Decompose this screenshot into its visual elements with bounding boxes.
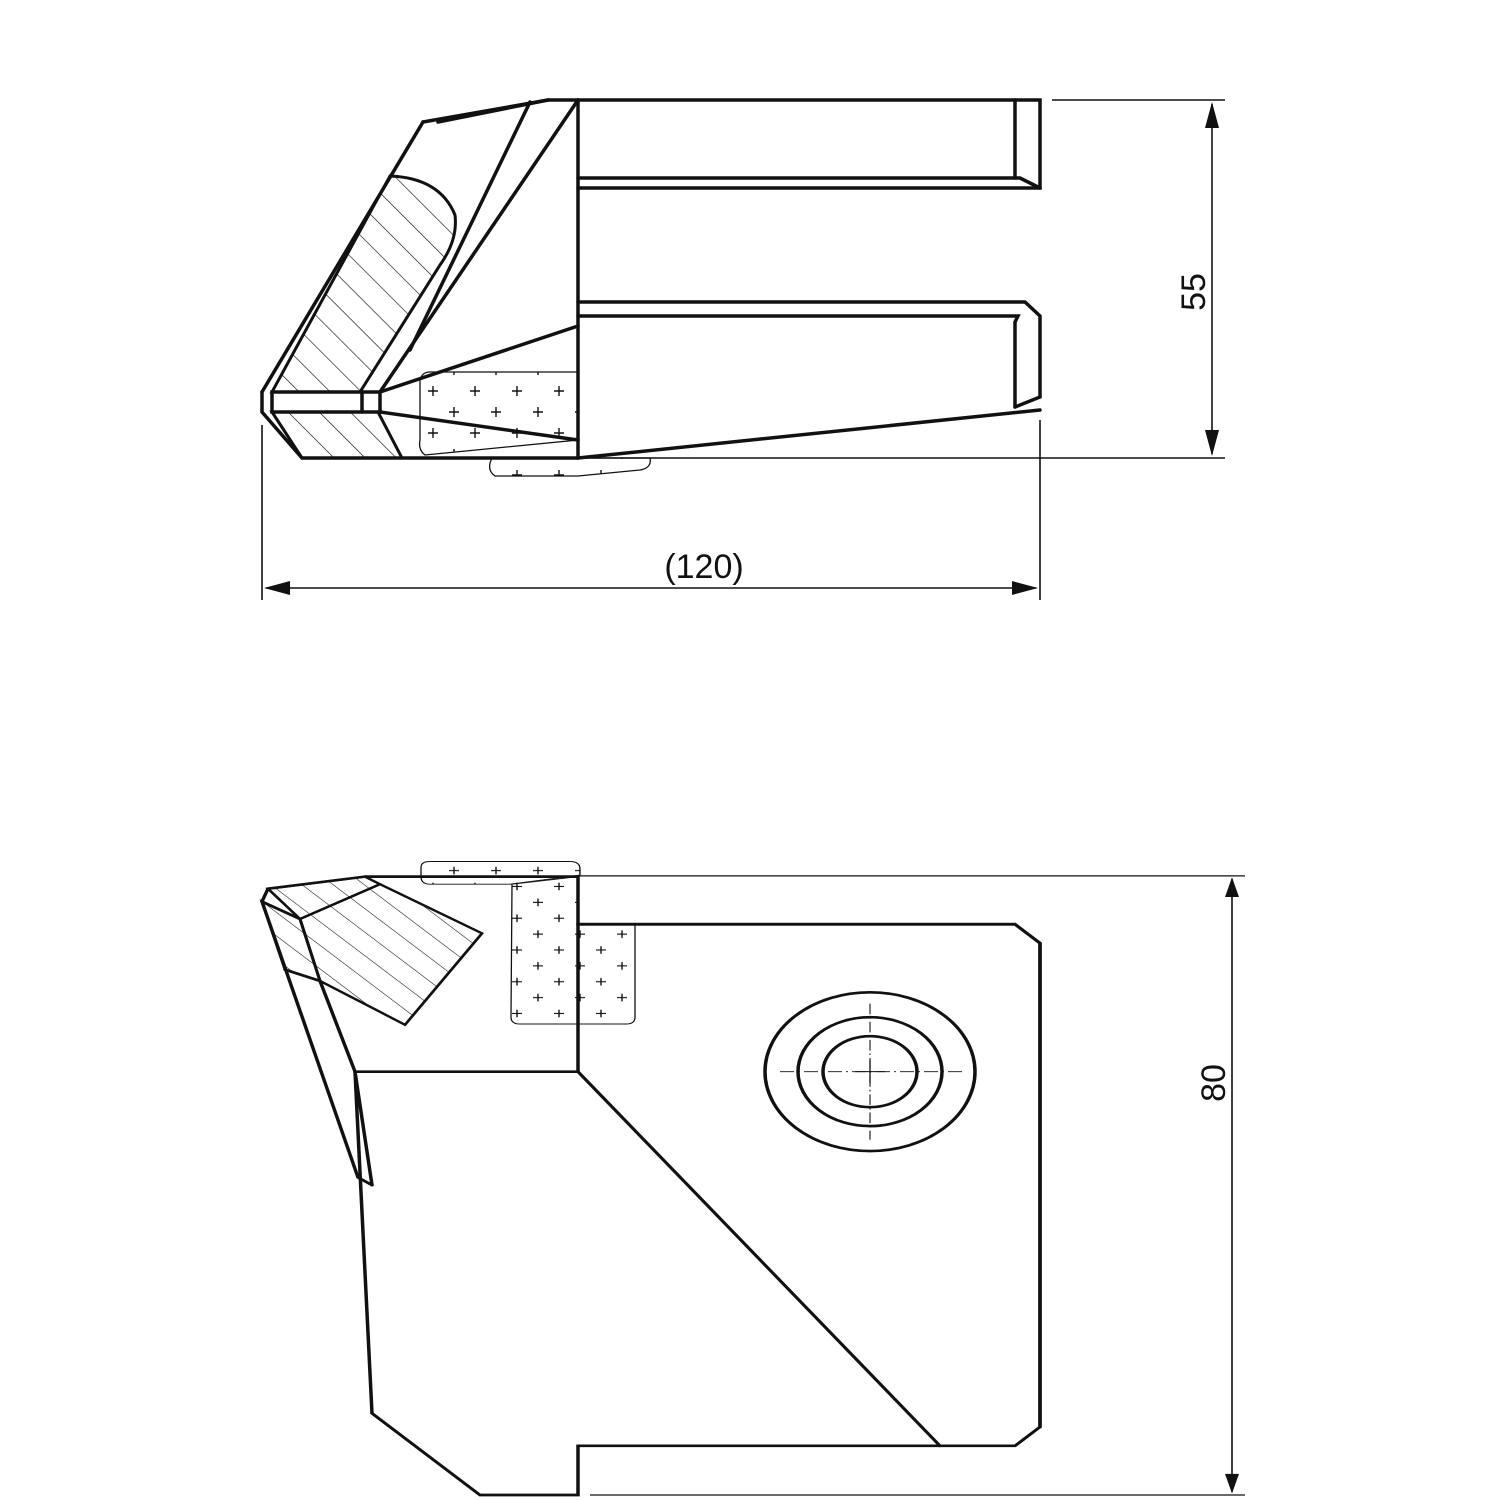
arrowhead-icon	[1205, 102, 1219, 128]
bottom-view: 80	[259, 861, 1245, 1497]
bolt-hole	[763, 990, 977, 1153]
dim-label-55: 55	[1175, 273, 1213, 311]
carbide-tip-section	[269, 174, 457, 394]
carbide-tip-lower-section	[269, 410, 405, 460]
dim-label-120: (120)	[664, 548, 743, 586]
carbide-insert-side	[259, 899, 323, 983]
braze-area-top-front	[420, 861, 581, 885]
braze-area-bottom	[488, 457, 651, 477]
arrowhead-icon	[1012, 581, 1038, 595]
arrowhead-icon	[264, 581, 290, 595]
arrowhead-icon	[1225, 1473, 1239, 1494]
arrowhead-icon	[1205, 430, 1219, 456]
dim-label-80: 80	[1195, 1064, 1233, 1102]
braze-area-vertical	[510, 876, 636, 1025]
shank-block	[576, 922, 1042, 1429]
lower-prong	[576, 300, 1042, 409]
upper-prong	[576, 98, 1042, 190]
arrowhead-icon	[1225, 877, 1239, 898]
top-view: 55 (120)	[260, 98, 1225, 600]
braze-area-top	[418, 371, 579, 456]
